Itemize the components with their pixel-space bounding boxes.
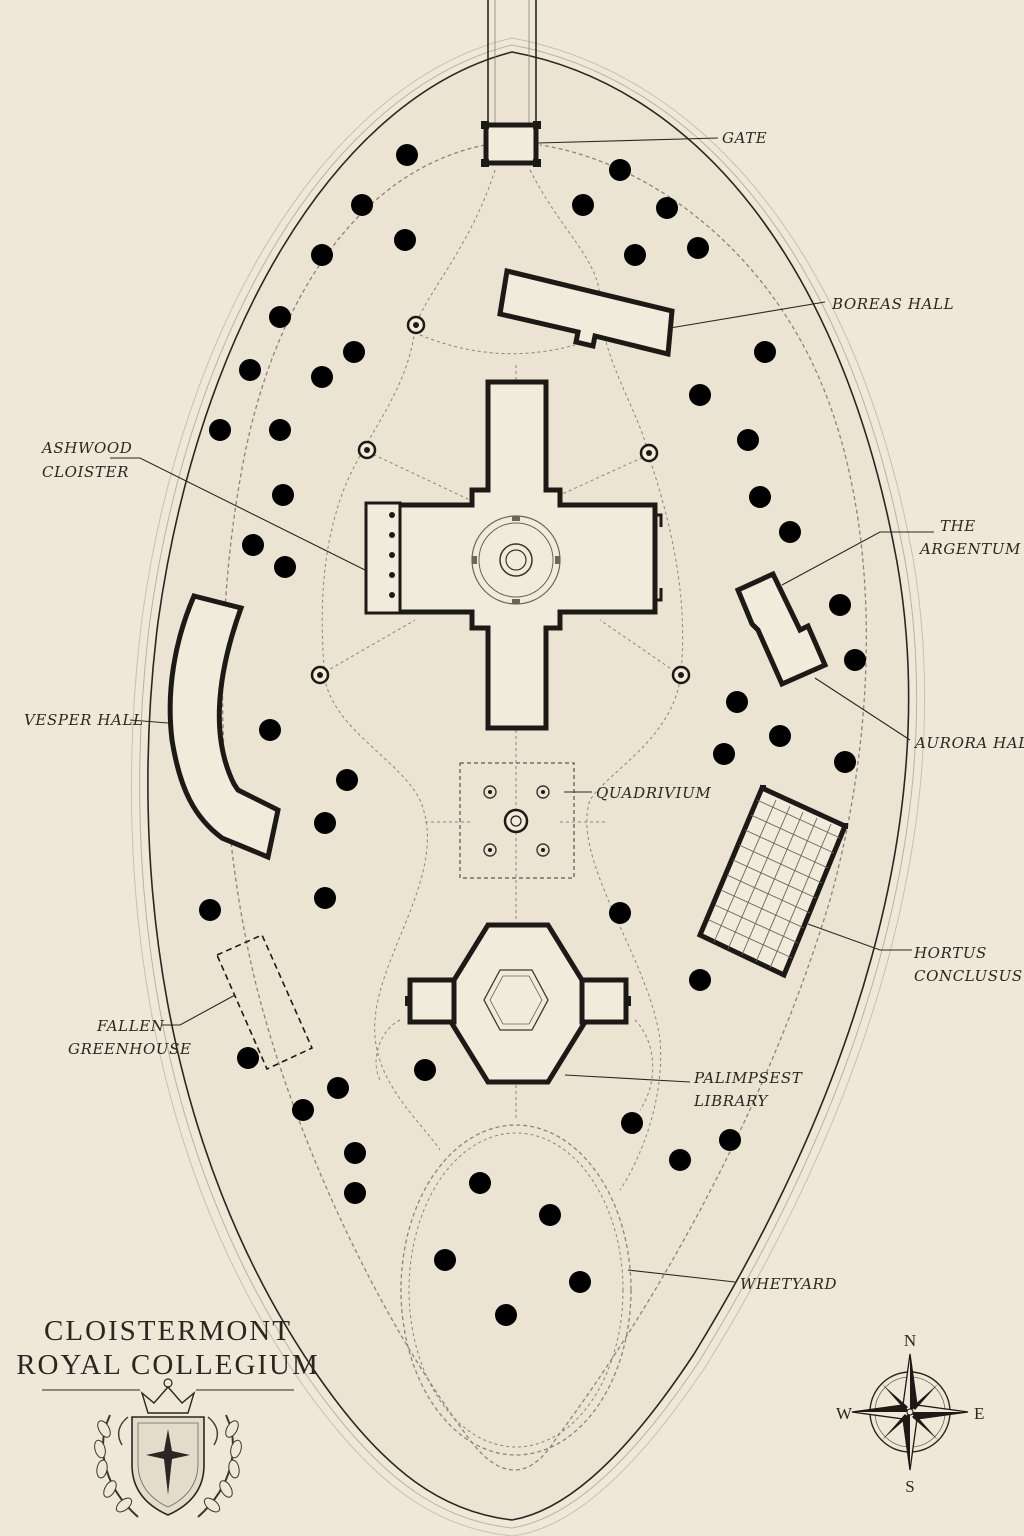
tree-icon bbox=[311, 366, 333, 388]
compass-south: S bbox=[905, 1477, 914, 1496]
label-hortus-2: CONCLUSUS bbox=[914, 967, 1023, 985]
tree-icon bbox=[344, 1182, 366, 1204]
tree-icon bbox=[344, 1142, 366, 1164]
island-shore bbox=[147, 51, 910, 1521]
label-ashwood-1: ASHWOOD bbox=[40, 439, 132, 457]
tree-icon bbox=[274, 556, 296, 578]
vesper-hall-building bbox=[167, 593, 281, 861]
title-line-2: ROYAL COLLEGIUM bbox=[16, 1349, 320, 1381]
label-palimpsest-2: LIBRARY bbox=[693, 1092, 769, 1110]
title-block: CLOISTERMONT ROYAL COLLEGIUM bbox=[16, 1315, 320, 1391]
tree-icon bbox=[272, 484, 294, 506]
tree-icon bbox=[572, 194, 594, 216]
tree-icon bbox=[754, 341, 776, 363]
label-argentum-1: THE bbox=[940, 517, 976, 535]
tree-icon bbox=[396, 144, 418, 166]
tree-icon bbox=[624, 244, 646, 266]
tree-icon bbox=[609, 902, 631, 924]
tree-icon bbox=[327, 1077, 349, 1099]
tree-icon bbox=[469, 1172, 491, 1194]
tree-icon bbox=[609, 159, 631, 181]
tree-icon bbox=[829, 594, 851, 616]
crest-icon bbox=[94, 1378, 242, 1518]
fallen-greenhouse-ruin bbox=[215, 933, 314, 1071]
tree-icon bbox=[269, 306, 291, 328]
tree-icon bbox=[749, 486, 771, 508]
label-palimpsest-1: PALIMPSEST bbox=[693, 1069, 803, 1087]
tree-icon bbox=[844, 649, 866, 671]
tree-icon bbox=[779, 521, 801, 543]
label-ashwood-2: CLOISTER bbox=[42, 463, 129, 481]
label-whetyard: WHETYARD bbox=[740, 1275, 837, 1293]
tree-icon bbox=[199, 899, 221, 921]
tree-icon bbox=[314, 887, 336, 909]
tree-icon bbox=[834, 751, 856, 773]
tree-icon bbox=[719, 1129, 741, 1151]
tree-icon bbox=[726, 691, 748, 713]
map-labels: GATE BOREAS HALL ASHWOOD CLOISTER THE AR… bbox=[24, 129, 1024, 1293]
label-gate: GATE bbox=[722, 129, 767, 147]
tree-icon bbox=[314, 812, 336, 834]
tree-icon bbox=[237, 1047, 259, 1069]
label-boreas-hall: BOREAS HALL bbox=[831, 295, 954, 313]
tree-icon bbox=[769, 725, 791, 747]
label-fallen-2: GREENHOUSE bbox=[68, 1040, 192, 1058]
tree-icon bbox=[351, 194, 373, 216]
tree-icon bbox=[687, 237, 709, 259]
tree-icon bbox=[242, 534, 264, 556]
tree-icon bbox=[414, 1059, 436, 1081]
tree-icon bbox=[343, 341, 365, 363]
compass-east: E bbox=[974, 1404, 984, 1423]
leader-lines bbox=[110, 137, 934, 1283]
label-argentum-2: ARGENTUM bbox=[918, 540, 1021, 558]
label-hortus-1: HORTUS bbox=[913, 944, 987, 962]
tree-icon bbox=[495, 1304, 517, 1326]
hortus-conclusus-building bbox=[696, 784, 849, 979]
palimpsest-library-building bbox=[405, 922, 631, 1085]
tree-icon bbox=[669, 1149, 691, 1171]
quadrivium-square bbox=[459, 762, 575, 879]
entrance-road bbox=[487, 0, 537, 128]
tree-icon bbox=[259, 719, 281, 741]
argentum-aurora-building bbox=[734, 570, 829, 688]
label-fallen-1: FALLEN bbox=[96, 1017, 165, 1035]
tree-icon bbox=[394, 229, 416, 251]
tree-icon bbox=[689, 969, 711, 991]
tree-icon bbox=[689, 384, 711, 406]
tree-icon bbox=[434, 1249, 456, 1271]
ashwood-cloister-building bbox=[364, 379, 663, 731]
label-vesper-hall: VESPER HALL bbox=[24, 711, 144, 729]
tree-icon bbox=[737, 429, 759, 451]
tree-icon bbox=[269, 419, 291, 441]
label-aurora-hall: AURORA HALL bbox=[913, 734, 1024, 752]
compass-west: W bbox=[836, 1404, 853, 1423]
boreas-hall-building bbox=[497, 267, 675, 358]
tree-icon bbox=[621, 1112, 643, 1134]
label-quadrivium: QUADRIVIUM bbox=[596, 784, 711, 802]
compass-rose-icon: N S E W bbox=[836, 1331, 984, 1496]
whetyard-yard bbox=[400, 1124, 632, 1456]
tree-icon bbox=[209, 419, 231, 441]
tree-icon bbox=[292, 1099, 314, 1121]
tree-icon bbox=[656, 197, 678, 219]
gate-building bbox=[481, 121, 541, 167]
tree-icon bbox=[239, 359, 261, 381]
title-line-1: CLOISTERMONT bbox=[44, 1315, 292, 1347]
compass-north: N bbox=[904, 1331, 916, 1350]
tree-icon bbox=[336, 769, 358, 791]
tree-icon bbox=[539, 1204, 561, 1226]
tree-icon bbox=[713, 743, 735, 765]
tree-icon bbox=[311, 244, 333, 266]
tree-icon bbox=[569, 1271, 591, 1293]
